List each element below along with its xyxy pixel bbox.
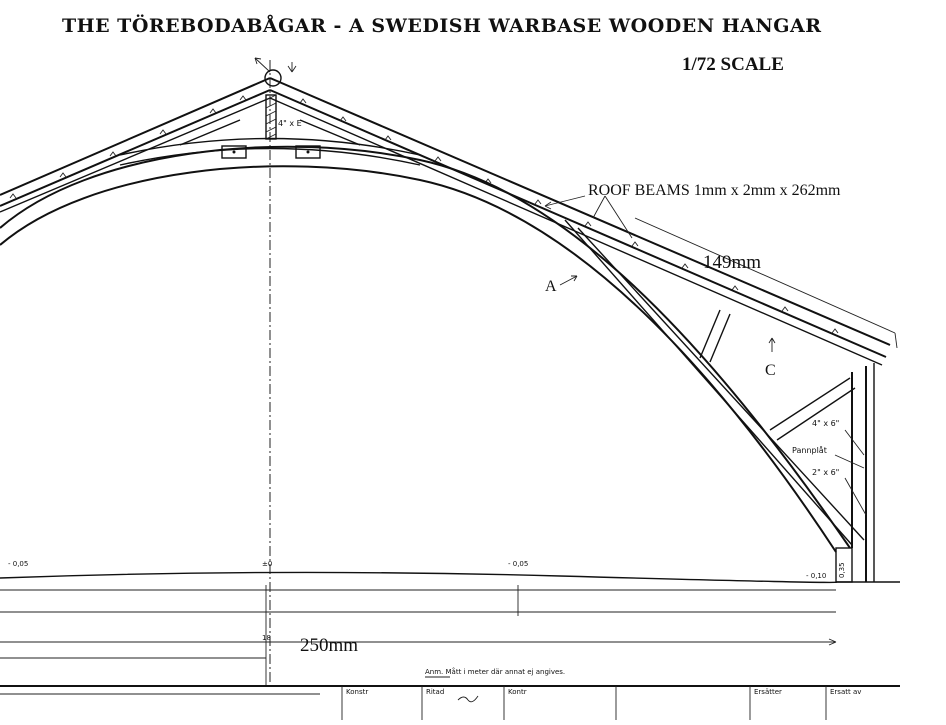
dim-149-line: [634, 217, 898, 349]
tb-ersatter: Ersätter: [754, 688, 782, 696]
mark-a-label: A: [545, 278, 557, 295]
floor-line: [0, 571, 838, 584]
tb-ritad: Ritad: [426, 688, 444, 696]
dim-149-label: 149mm: [703, 252, 761, 273]
mark-c-label: C: [765, 362, 776, 379]
roof-beams-arrows: [544, 195, 633, 239]
ridge-braces: [119, 119, 421, 166]
tb-konstr: Konstr: [346, 688, 368, 696]
ridge-cap: [264, 69, 282, 87]
side-truss: [564, 219, 875, 583]
drawing-note: Anm. Mått i meter där annat ej angives.: [425, 667, 565, 676]
elevation-center: ±0: [262, 560, 272, 568]
main-arch: [0, 145, 851, 553]
elevation-mid: - 0,05: [508, 560, 528, 568]
dim-250-label: 250mm: [300, 635, 358, 656]
height-035: 0,35: [838, 562, 846, 578]
mark-c-arrow: [768, 337, 776, 352]
roof-beam-clips: [9, 95, 839, 334]
elevation-left: - 0,05: [8, 560, 28, 568]
bolt-plate-right: [295, 145, 321, 159]
bolt-plate-left: [221, 145, 247, 159]
tb-kontr: Kontr: [508, 688, 527, 696]
beam-4xe-label: 4" x E: [278, 119, 302, 128]
roof-rafters: [0, 77, 891, 366]
dim-18: 18: [262, 634, 271, 642]
scale-label: 1/72 SCALE: [682, 54, 784, 75]
king-post: [265, 94, 277, 140]
mark-a-arrow: [559, 275, 578, 286]
drawing-title: THE TÖREBODABÅGAR - A SWEDISH WARBASE WO…: [62, 14, 822, 37]
beam-2x6-label: 2" x 6": [812, 468, 839, 477]
beam-4x6-label: 4" x 6": [812, 419, 839, 428]
ridge-dimension-arrows: [254, 57, 297, 73]
title-block: [0, 685, 900, 720]
roof-beams-label: ROOF BEAMS 1mm x 2mm x 262mm: [588, 182, 841, 199]
ritad-signature: [457, 695, 479, 703]
pannplat-label: Pannplåt: [792, 445, 827, 455]
tb-ersatt-av: Ersatt av: [830, 688, 861, 696]
elevation-right: - 0,10: [806, 572, 826, 580]
bottom-dimension-lines: [0, 585, 836, 685]
annotation-leaders: [834, 429, 867, 516]
